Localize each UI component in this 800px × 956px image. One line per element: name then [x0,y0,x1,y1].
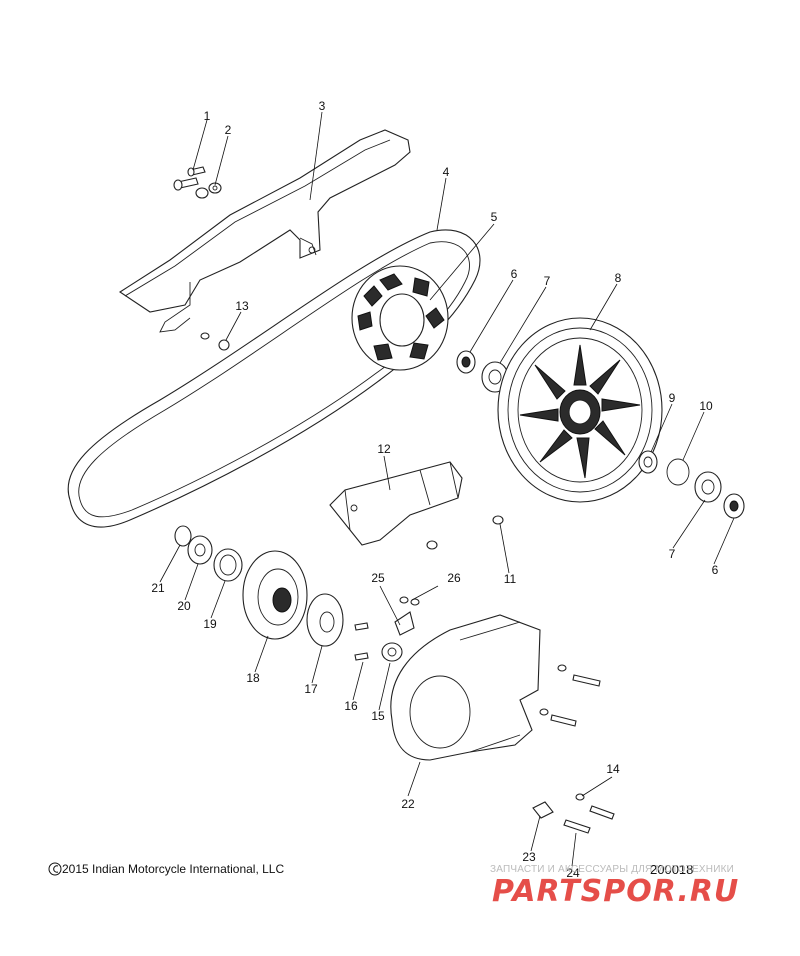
callout-24: 24 [566,866,580,880]
bolt-1 [173,166,206,191]
callout-22: 22 [401,797,415,811]
callout-1: 1 [204,109,211,123]
callout-13: 13 [235,299,249,313]
callout-2: 2 [225,123,232,137]
copyright-text: 2015 Indian Motorcycle International, LL… [62,862,285,876]
callout-26: 26 [447,571,461,585]
callout-3: 3 [319,99,326,113]
cush-drive-rubber [351,265,449,371]
front-cover-22 [390,614,541,761]
bolts-cover [532,664,615,834]
callout-14: 14 [606,762,620,776]
callout-9: 9 [669,391,676,405]
bearing-9 [638,450,658,474]
nut-15 [381,642,403,662]
front-sprocket-18 [242,550,308,640]
callout-21: 21 [151,581,165,595]
spacer-6-upper [456,350,476,374]
retaining-ring-10 [666,458,690,486]
callout-11: 11 [504,572,517,586]
callout-16: 16 [344,699,358,713]
callout-7-lower: 7 [669,547,676,561]
callout-4: 4 [443,165,450,179]
watermark-logo: PARTSPOR.RU [492,874,740,909]
diagram-id: 200018 [650,862,694,877]
bearing-20 [187,535,213,565]
callout-8: 8 [615,271,622,285]
callout-25: 25 [371,571,385,585]
lock-plate-17 [306,593,344,647]
callout-10: 10 [699,399,713,413]
callout-23: 23 [522,850,536,864]
callout-17: 17 [304,682,318,696]
bolt-16 [354,622,369,661]
callout-6-upper: 6 [511,267,518,281]
callout-19: 19 [203,617,217,631]
bolt-11 [426,515,504,550]
screws-26 [399,596,420,606]
seal-21 [174,525,192,547]
bearing-7-lower [694,471,722,503]
callout-6-lower: 6 [712,563,719,577]
bolt-13 [200,332,230,351]
callout-7-upper: 7 [544,274,551,288]
callout-18: 18 [246,671,260,685]
callout-12: 12 [377,442,391,456]
clip-25 [394,611,415,636]
leader-lines [159,111,735,867]
callout-15: 15 [371,709,385,723]
nut-2 [195,182,222,199]
rear-pulley [497,317,663,503]
copyright-icon [48,862,62,876]
spacer-6-lower [723,493,745,519]
lower-belt-guard-12 [329,461,463,546]
callout-5: 5 [491,210,498,224]
callout-labels: 1 2 3 4 5 6 7 8 9 10 7 6 12 11 13 21 20 … [151,99,718,880]
callout-20: 20 [177,599,191,613]
upper-belt-guard [118,129,411,333]
watermark-subtitle: ЗАПЧАСТИ И АКСЕССУАРЫ ДЛЯ МОТОТЕХНИКИ [490,864,735,875]
seal-19 [213,548,243,582]
